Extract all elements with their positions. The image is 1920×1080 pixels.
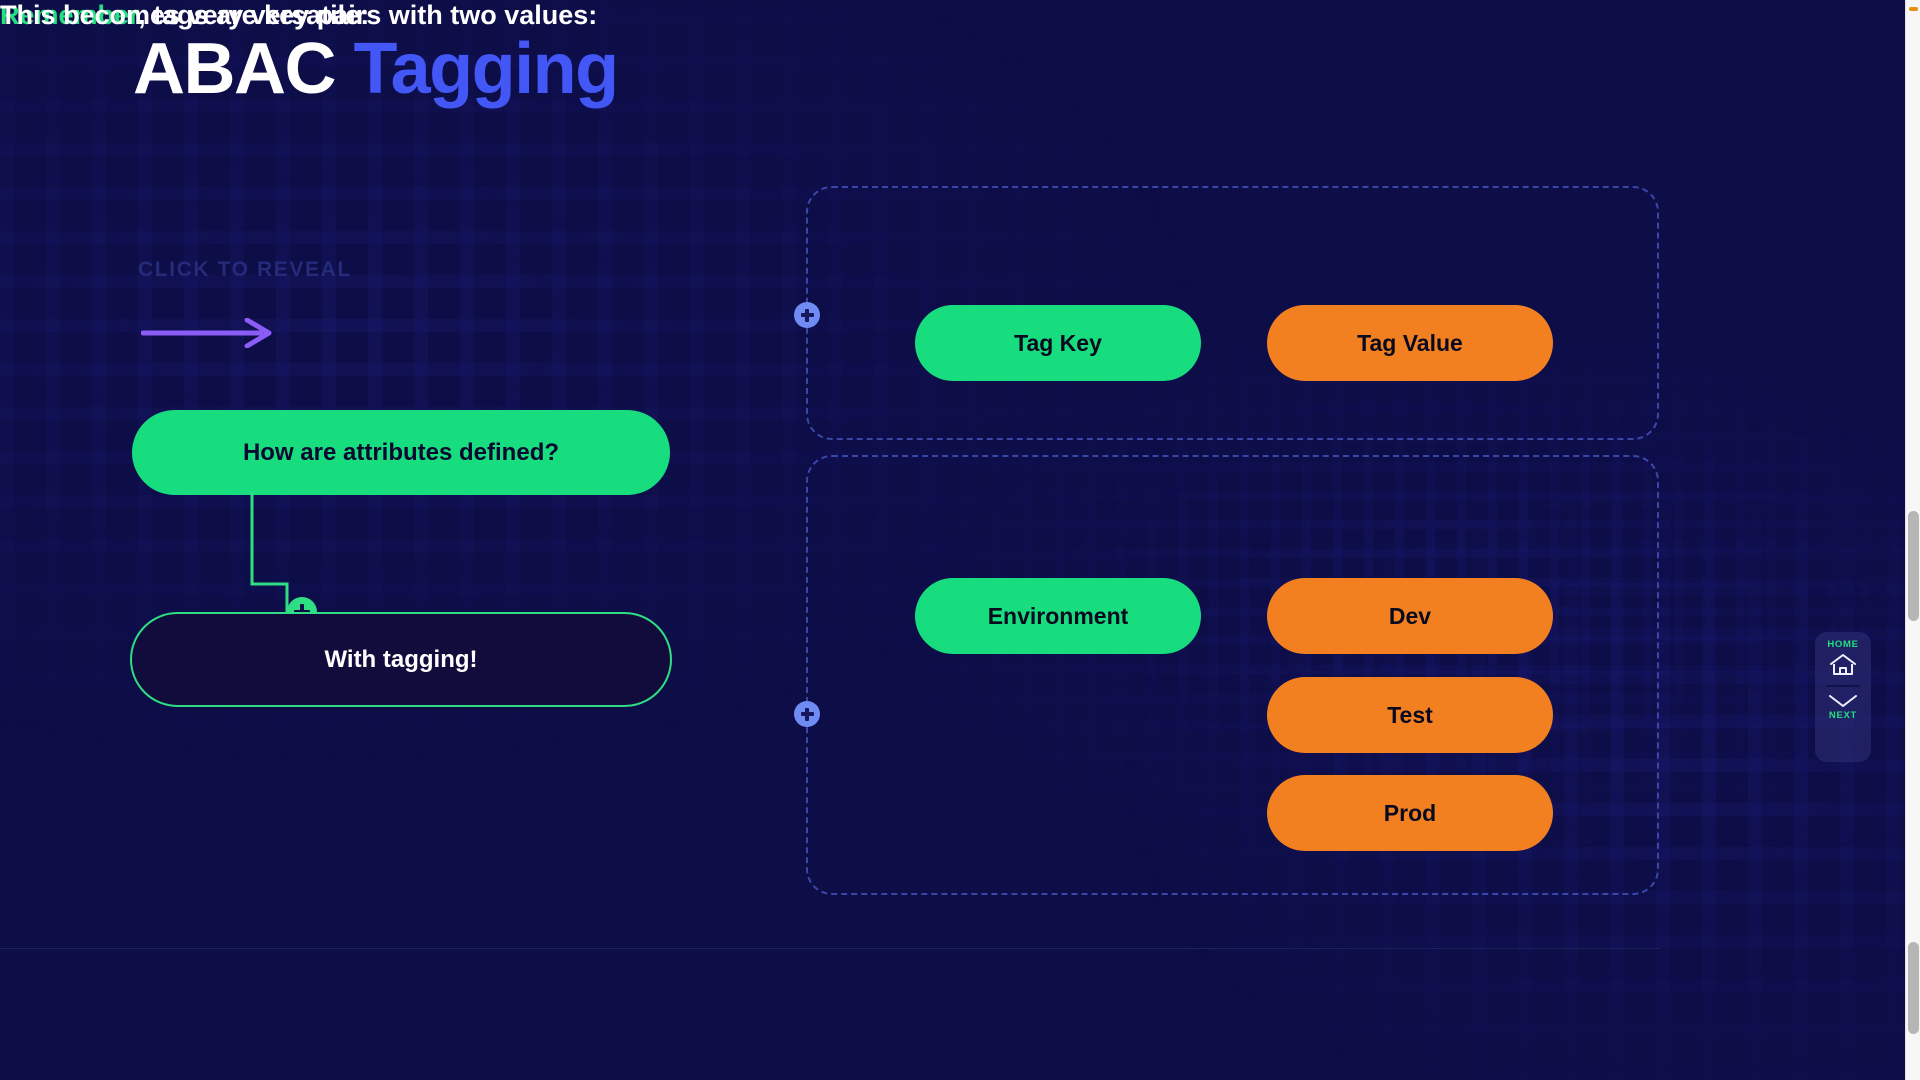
pill-tag-value-label: Tag Value xyxy=(1357,329,1463,356)
chevron-down-icon[interactable] xyxy=(1827,693,1859,709)
pill-tag-key[interactable]: Tag Key xyxy=(915,305,1201,381)
scrollbar-marker xyxy=(1909,7,1918,11)
card-one-heading: Remember, tags are key pairs with two va… xyxy=(0,0,597,31)
pill-dev[interactable]: Dev xyxy=(1267,578,1553,654)
nav-next-label: NEXT xyxy=(1828,710,1858,721)
page-title-primary: ABAC xyxy=(133,29,336,109)
expand-plus-icon-card-one[interactable] xyxy=(794,302,820,328)
pill-tag-value[interactable]: Tag Value xyxy=(1267,305,1553,381)
pill-prod-label: Prod xyxy=(1383,799,1437,826)
card-one-heading-highlight: Remember xyxy=(0,0,139,30)
card-one-heading-rest: , tags are key pairs with two values: xyxy=(138,0,598,30)
flow-connector xyxy=(250,492,289,622)
reveal-card-tags[interactable] xyxy=(794,186,1659,440)
page-scrollbar[interactable] xyxy=(1905,0,1920,1080)
expand-plus-icon-card-two[interactable] xyxy=(794,701,820,727)
node-answer[interactable]: With tagging! xyxy=(130,612,672,707)
scrollbar-thumb-primary[interactable] xyxy=(1908,511,1919,621)
pill-tag-key-label: Tag Key xyxy=(1014,329,1102,356)
reveal-card-versatile[interactable] xyxy=(794,455,1659,895)
navigation-widget[interactable]: HOME NEXT xyxy=(1815,632,1871,762)
page-title-secondary: Tagging xyxy=(353,29,620,109)
card-two-heading: This becomes very versatile: xyxy=(0,0,370,30)
bottom-divider xyxy=(0,948,1660,949)
pill-prod[interactable]: Prod xyxy=(1267,775,1553,851)
pill-test-label: Test xyxy=(1387,701,1433,728)
nav-home-label: HOME xyxy=(1827,639,1859,650)
node-question-label: How are attributes defined? xyxy=(242,438,560,466)
node-answer-label: With tagging! xyxy=(324,645,478,673)
scrollbar-thumb-secondary[interactable] xyxy=(1908,942,1919,1034)
pill-test[interactable]: Test xyxy=(1267,677,1553,753)
click-to-reveal-hint: CLICK TO REVEAL xyxy=(138,258,352,281)
nav-divider xyxy=(1826,685,1860,687)
page-title: ABAC Tagging xyxy=(133,29,620,109)
node-question[interactable]: How are attributes defined? xyxy=(132,410,670,495)
home-icon[interactable] xyxy=(1828,652,1858,678)
pill-dev-label: Dev xyxy=(1388,602,1432,629)
reveal-arrow-icon xyxy=(141,318,272,348)
pill-environment-label: Environment xyxy=(987,602,1129,629)
pill-environment[interactable]: Environment xyxy=(915,578,1201,654)
